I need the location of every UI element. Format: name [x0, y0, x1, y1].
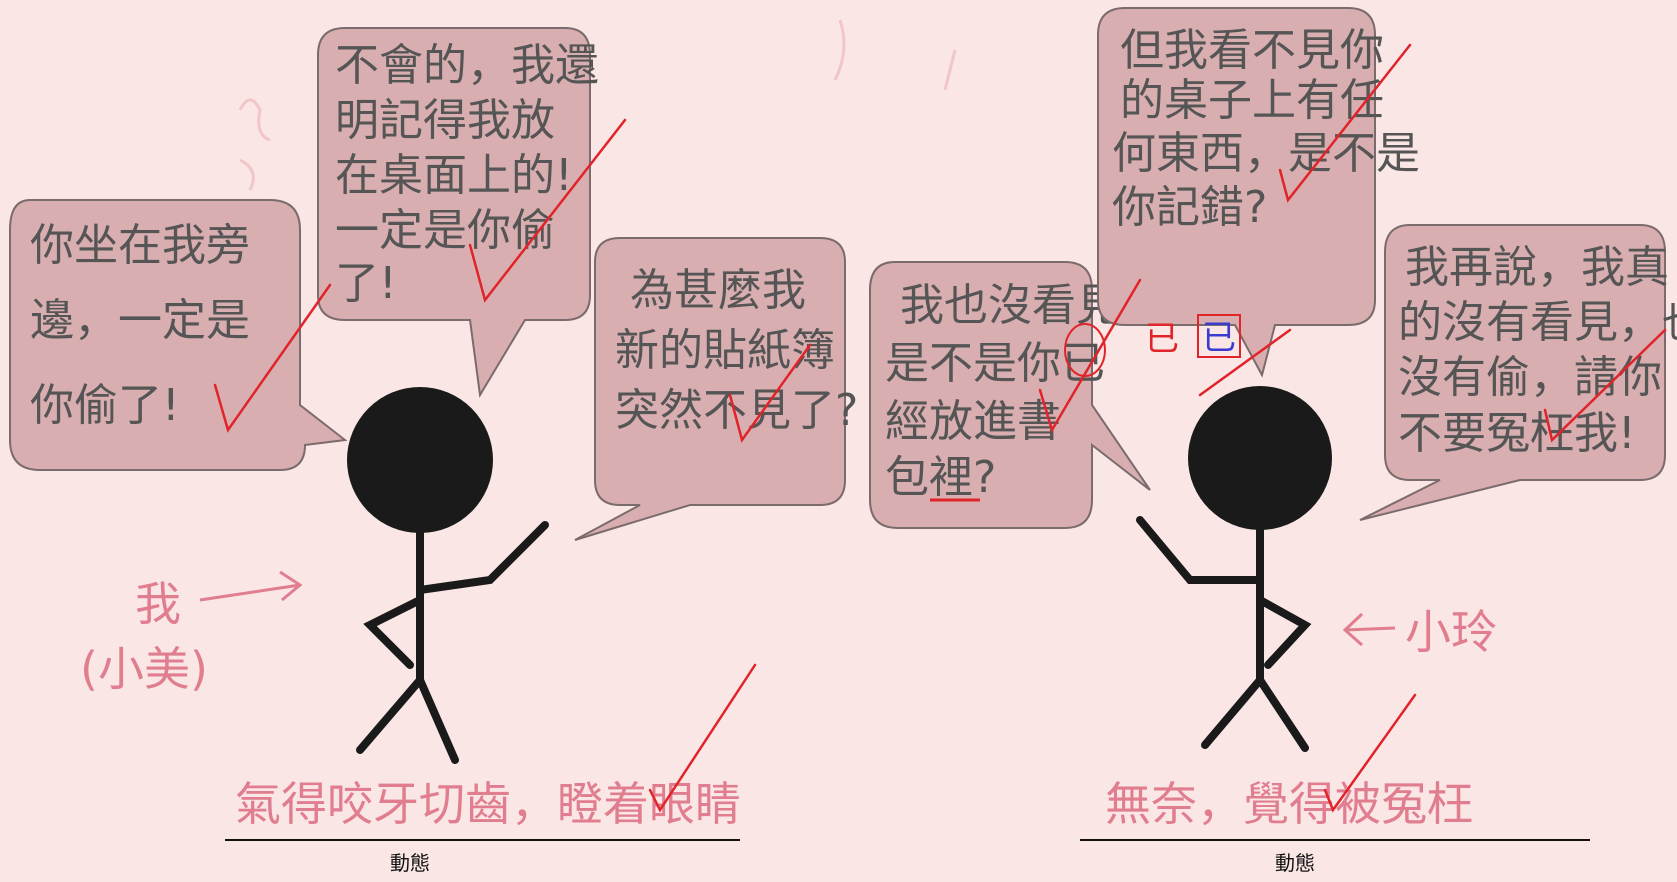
speech-bubble-3: 為甚麼我 新的貼紙簿 突然不見了? — [574, 237, 858, 541]
arrow-left-icon — [1342, 612, 1396, 647]
bubble-5-line-2: 的桌子上有任 — [1120, 75, 1384, 126]
bubble-5-line-3: 何東西，是不是 — [1112, 128, 1420, 179]
stick-figure-icon — [347, 387, 549, 764]
bubble-3-line-3: 突然不見了? — [615, 385, 858, 436]
checkmark-icon-6 — [1543, 328, 1667, 443]
correction-blue: 已 — [1202, 318, 1236, 358]
speech-bubble-2: 不會的，我還 明記得我放 在桌面上的! 一定是你偷 了! — [317, 27, 599, 398]
bubble-2-line-2: 明記得我放 — [335, 95, 555, 146]
checkmark-icon — [213, 43, 1667, 813]
bubble-6-line-3: 沒有偷，請你 — [1398, 352, 1662, 403]
bleed-through-marks — [238, 19, 957, 191]
label-name-left: 我 — [135, 577, 181, 631]
bubble-5-line-4: 你記錯? — [1112, 182, 1267, 233]
speech-bubble-5: 但我看不見你 的桌子上有任 何東西，是不是 你記錯? — [1097, 7, 1420, 378]
correction-blue-box: 已 — [1197, 314, 1241, 358]
bubble-6-line-2: 的沒有看見，也 — [1398, 297, 1677, 348]
speech-bubble-6: 我再說，我真 的沒有看見，也 沒有偷，請你 不要冤枉我! — [1359, 224, 1677, 521]
checkmark-icon-1 — [213, 283, 332, 433]
label-paren-left: (小美) — [80, 642, 208, 696]
character-label-xiaoling: 小玲 — [1342, 605, 1497, 659]
speech-bubble-4: 我也沒看見 是不是你已 經放進書 包裡? — [869, 261, 1151, 529]
bubble-2-line-4: 一定是你偷 — [335, 205, 555, 256]
checkmark-icon-3 — [728, 343, 812, 443]
bubble-4-line-1: 我也沒看見 — [900, 280, 1120, 331]
bubble-4-line-2: 是不是你已 — [885, 338, 1105, 389]
bubble-5-line-1: 但我看不見你 — [1120, 25, 1384, 76]
bubble-4-line-4: 包裡? — [885, 452, 996, 503]
arrow-right-icon — [199, 570, 303, 602]
bubble-3-line-1: 為甚麼我 — [630, 265, 806, 316]
checkmark-icon-2 — [468, 118, 627, 303]
bubble-3-line-2: 新的貼紙簿 — [615, 325, 835, 376]
label-name-right: 小玲 — [1405, 605, 1497, 659]
checkmark-icon-4 — [1038, 278, 1142, 434]
correction-red: 已 — [1145, 319, 1179, 359]
speech-bubble-1: 你坐在我旁 邊，一定是 你偷了! — [9, 199, 348, 471]
checkmark-icon-8 — [1323, 693, 1417, 813]
bubble-6-line-1: 我再說，我真 — [1405, 242, 1669, 293]
caption-right: 無奈，覺得被冤枉 — [1105, 777, 1473, 831]
caption-label-right: 動態 — [1275, 851, 1315, 875]
bubble-1-line-2: 邊，一定是 — [30, 295, 250, 346]
checkmark-icon-7 — [648, 663, 757, 813]
character-label-xiaomei: 我 (小美) — [80, 570, 303, 696]
stick-figure-icon-right — [1136, 386, 1332, 752]
bubble-2-line-3: 在桌面上的! — [335, 150, 573, 201]
correction-stroke — [1198, 328, 1292, 397]
caption-label-left: 動態 — [390, 851, 430, 875]
bubble-6-line-4: 不要冤枉我! — [1398, 408, 1636, 459]
bubble-1-line-3: 你偷了! — [30, 380, 180, 431]
bubble-2-line-5: 了! — [335, 258, 397, 309]
bubble-2-line-1: 不會的，我還 — [335, 40, 599, 91]
checkmark-icon-5 — [1278, 43, 1412, 203]
bubble-4-line-3: 經放進書 — [885, 396, 1061, 447]
bubble-1-line-1: 你坐在我旁 — [30, 220, 250, 271]
